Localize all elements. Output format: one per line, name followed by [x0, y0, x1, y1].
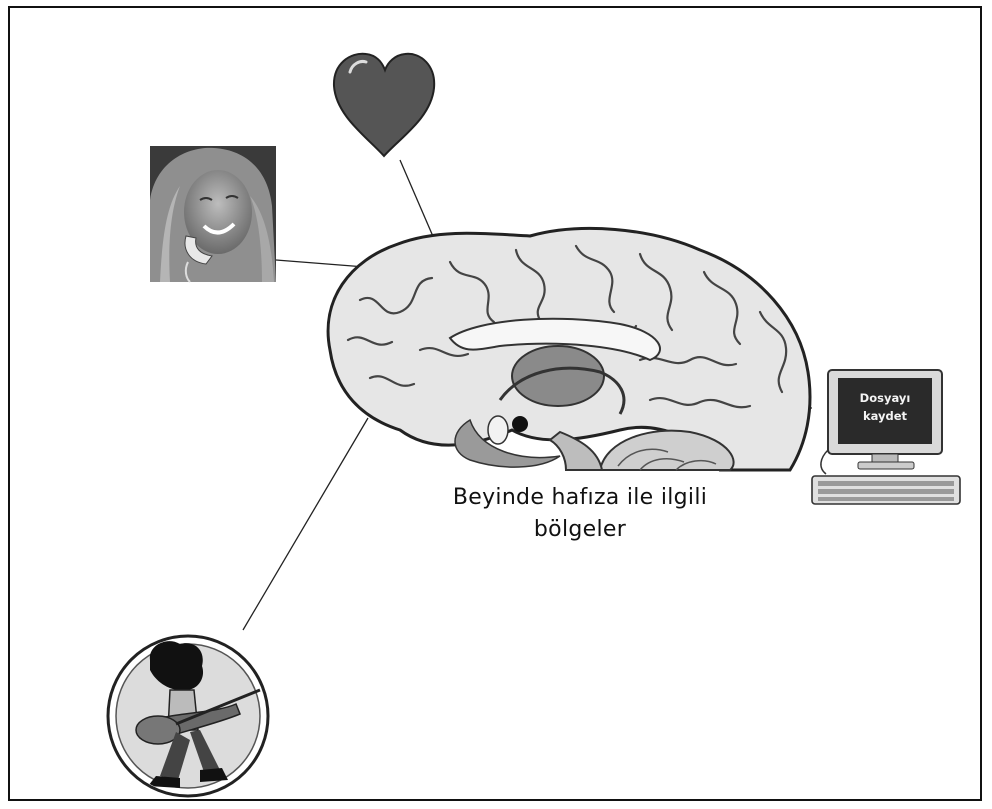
- computer-icon: Dosyayı kaydet: [812, 370, 960, 504]
- brain-illustration: [328, 228, 810, 470]
- caption-line1: Beyinde hafıza ile ilgili: [380, 482, 780, 514]
- diagram-caption: Beyinde hafıza ile ilgili bölgeler: [380, 482, 780, 546]
- monitor-text-line1: Dosyayı: [860, 391, 911, 405]
- guitarist-icon: [108, 636, 268, 796]
- monitor-text-line2: kaydet: [863, 409, 908, 423]
- connector-guitarist: [243, 418, 368, 630]
- heart-icon: [334, 54, 434, 156]
- caption-line2: bölgeler: [380, 514, 780, 546]
- woman-on-phone-image: [150, 146, 276, 282]
